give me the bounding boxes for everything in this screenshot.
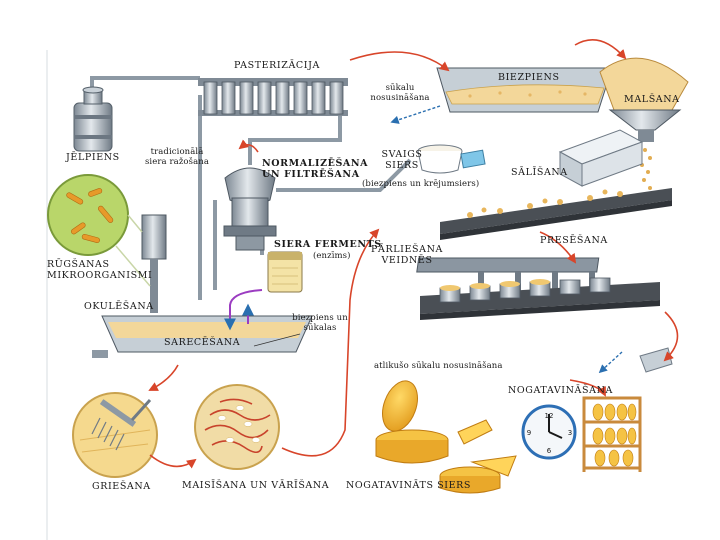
label-atlikuso-sukalu-nosusinasana: atlikušo sūkalu nosusināšana xyxy=(374,361,503,371)
milk-can-icon xyxy=(73,86,113,152)
clock-number-6: 6 xyxy=(547,447,552,455)
arrow-enzyme-into-vat xyxy=(224,289,263,331)
label-siera-fermenti: SIERA FERMENTS xyxy=(274,239,382,250)
arrow-traditional xyxy=(238,139,259,153)
arrow-whey-remaining xyxy=(598,351,623,374)
arrow-to-ripening xyxy=(569,379,606,397)
label-tradicionala-siera-razosana: tradicionālā siera ražošana xyxy=(144,147,210,167)
label-pasterizacija: PASTERIZĀCIJA xyxy=(234,60,321,71)
label-maisisana-un-varisana: MAISĪŠANA UN VĀRĪŠANA xyxy=(182,480,330,491)
label-presesana: PRESĒŠANA xyxy=(540,235,608,246)
flow-arrows xyxy=(148,38,679,469)
pasteurizer-plates-icon xyxy=(198,78,348,116)
label-parliesana-veidnes: PĀRLIEŠANA VEIDNĒS xyxy=(371,244,443,266)
clock-number-3: 3 xyxy=(568,429,572,437)
arrow-to-mixing xyxy=(149,454,197,469)
enzyme-jar-icon xyxy=(267,251,303,293)
mixing-heating-icon xyxy=(194,384,280,470)
microbes-magnified-icon xyxy=(47,174,151,287)
ripening-shelf-icon xyxy=(582,396,642,472)
arrow-to-cutting xyxy=(148,364,179,391)
arrow-to-molding xyxy=(281,228,380,457)
purple-arrows xyxy=(224,289,263,331)
slide-margin xyxy=(0,0,47,540)
leader-curd-whey xyxy=(253,333,301,347)
label-nogatavinats-siers: NOGATAVINĀTS SIERS xyxy=(346,480,472,491)
arrow-to-press xyxy=(539,231,577,264)
clock-number-12: 12 xyxy=(545,412,554,420)
clock-number-9: 9 xyxy=(527,429,531,437)
label-griesana: GRIEŠANA xyxy=(92,481,151,492)
arrow-to-curd-trough xyxy=(349,51,450,72)
label-salisana: SĀLĪŠANA xyxy=(511,167,568,178)
label-biezpiens: BIEZPIENS xyxy=(498,72,560,83)
cheese-press-icon xyxy=(416,257,673,373)
leader-lines xyxy=(253,333,301,347)
label-sukalu-nosusinasana: sūkalu nosusināšana xyxy=(370,83,430,103)
label-normalizesana-un-filtresana: NORMALIZĒŠANA UN FILTRĒŠANA xyxy=(262,158,369,180)
label-jelpiens: JĒLPIENS xyxy=(66,152,120,163)
curd-cutting-harp-icon xyxy=(72,392,158,478)
arrow-press-down xyxy=(663,311,679,362)
label-svaigs-siers: SVAIGS SIERS xyxy=(381,149,423,171)
salt-block-icon xyxy=(558,129,644,187)
label-biezpiens-un-sukalas: biezpiens un sūkalas xyxy=(292,313,348,333)
fresh-cheese-tub-icon xyxy=(417,144,486,174)
clock-icon: 12 3 6 9 xyxy=(521,404,577,460)
label-rugsanas-mikroorganismi: RŪGŠANAS MIKROORGANISMI xyxy=(47,259,153,281)
label-malsana: MALŠANA xyxy=(624,94,680,105)
aged-cheese-wheels-icon xyxy=(375,380,517,494)
label-nogatavinasana: NOGATAVINĀŠANA xyxy=(508,385,613,396)
centrifugal-separator-icon xyxy=(223,167,277,251)
pipe-to-fresh-cheese xyxy=(276,158,412,192)
cheese-vat-icon xyxy=(92,214,313,358)
label-enzims: (enzīms) xyxy=(313,251,351,261)
arrow-whey-drain xyxy=(390,105,441,124)
arrow-to-grinder xyxy=(574,38,627,60)
label-sarecesana: SARECĒŠANA xyxy=(164,337,241,348)
conveyor-belt-icon xyxy=(440,188,672,240)
pipe-pasteurizer-to-separator xyxy=(248,95,342,165)
label-svaigs-siers-note: (biezpiens un krējumsiers) xyxy=(362,179,480,189)
grinder-hopper-icon xyxy=(599,57,689,190)
label-okulesana: OKULĒŠANA xyxy=(84,301,154,312)
curd-trough-icon xyxy=(436,67,613,113)
whey-arrows xyxy=(390,105,623,374)
